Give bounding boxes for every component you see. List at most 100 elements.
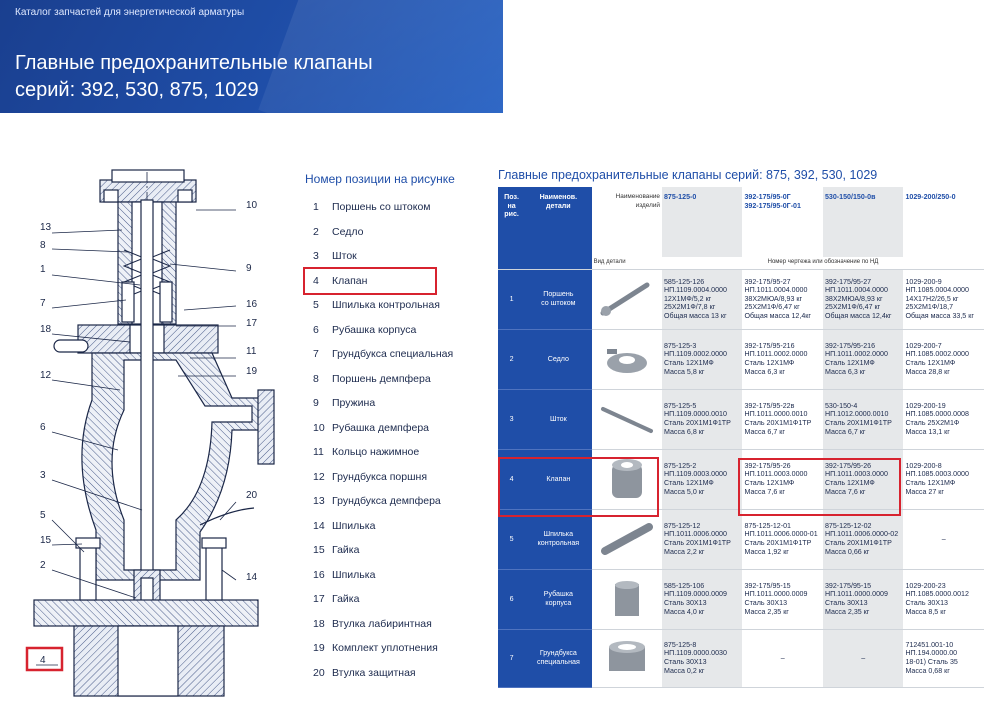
spec-line: НП.1109.0003.0000 bbox=[663, 470, 727, 479]
spec-line: Сталь 12Х1МФ bbox=[824, 359, 875, 367]
row-pos: 4 bbox=[498, 449, 526, 510]
legend-item-text: Втулка лабиринтная bbox=[332, 617, 432, 630]
subheader-blank bbox=[498, 257, 526, 270]
legend-item-number: 2 bbox=[313, 225, 319, 238]
spec-line: НП.1109.0000.0010 bbox=[663, 410, 727, 419]
spec-line: Сталь 20Х1М1Ф1ТР bbox=[663, 419, 731, 427]
legend-item-text: Пружина bbox=[332, 397, 376, 410]
seat-icon bbox=[594, 339, 660, 379]
legend-item-text: Рубашка демпфера bbox=[332, 421, 430, 434]
legend-item-number: 11 bbox=[313, 446, 324, 459]
legend-item-text: Шпилька bbox=[332, 519, 376, 532]
spec-line: 12Х1МФ/5,2 кг bbox=[663, 294, 712, 303]
spec-line: 25Х2М1Ф/6,47 кг bbox=[744, 303, 800, 312]
spec-line: Общая масса 12,4кг bbox=[824, 311, 892, 320]
legend-item-text: Втулка защитная bbox=[332, 666, 416, 679]
spec-line: Масса 1,92 кг bbox=[744, 547, 789, 556]
spec-line: 392-175/95-216 bbox=[824, 341, 876, 350]
spec-line: НП.1011.0006.0000 bbox=[663, 530, 727, 539]
spec-line: Сталь 20Х1М1Ф1ТР bbox=[824, 419, 892, 427]
header-product: 1029-200/250-0 bbox=[905, 193, 956, 201]
subheader-view: Вид детали bbox=[591, 257, 662, 270]
spec-line: Масса 6,7 кг bbox=[744, 427, 785, 436]
drawing-label: 20 bbox=[246, 490, 258, 501]
drawing-label: 6 bbox=[40, 422, 46, 433]
legend-item-number: 5 bbox=[313, 299, 319, 312]
spec-line: 392-175/95-22в bbox=[744, 401, 795, 410]
drawing-label: 2 bbox=[40, 560, 46, 571]
row-name: Рубашка корпуса bbox=[525, 569, 592, 630]
piston-rod-icon bbox=[594, 279, 660, 319]
legend-item-text: Поршень со штоком bbox=[332, 201, 431, 214]
spec-line: 392-175/95-26 bbox=[744, 461, 791, 470]
header-product: 392-175/95-0Г 392-175/95-0Г-01 bbox=[744, 193, 801, 210]
row-pos: 5 bbox=[498, 509, 526, 570]
part-picture bbox=[591, 629, 662, 688]
spec-line: Сталь 12Х1МФ bbox=[744, 359, 795, 367]
spec-line: 1029-200-19 bbox=[905, 401, 946, 410]
spec-line: НП.1011.0003.0000 bbox=[824, 470, 888, 479]
legend-item-number: 19 bbox=[313, 642, 325, 655]
spec-line: Масса 2,35 кг bbox=[824, 607, 870, 616]
header-pos: Поз. на рис. bbox=[498, 187, 526, 257]
spec-line: Масса 6,7 кг bbox=[824, 427, 866, 436]
row-name: Грундбукса специальная bbox=[525, 629, 592, 688]
spec-line: 38Х2МЮА/8,93 кг bbox=[824, 294, 883, 303]
subheader-blank bbox=[525, 257, 592, 270]
header-product: 875-125-0 bbox=[661, 187, 743, 257]
spec-line: Масса 6,3 кг bbox=[824, 367, 866, 376]
spec-line: Сталь 12Х1МФ bbox=[824, 479, 875, 487]
spec-line: НП.1011.0004.0000 bbox=[824, 286, 888, 295]
spec-line: НП.1109.0002.0000 bbox=[663, 350, 727, 359]
spec-cell: – bbox=[742, 629, 823, 688]
drawing-label: 4 bbox=[40, 655, 46, 666]
spec-line: 530-150-4 bbox=[824, 401, 858, 410]
spec-line: 392-175/95-26 bbox=[824, 461, 872, 470]
spec-line: НП.1011.0000.0009 bbox=[744, 590, 808, 599]
spec-line: 875-125-12-01 bbox=[744, 521, 792, 530]
spec-line: Сталь 20Х1М1Ф1ТР bbox=[744, 539, 812, 547]
spec-line: Общая масса 13 кг bbox=[663, 311, 727, 320]
spec-line: 392-175/95-27 bbox=[824, 277, 872, 286]
header-product: 530-150/150-0в bbox=[822, 187, 904, 257]
spec-line: НП.1085.0003.0000 bbox=[905, 470, 969, 479]
spec-line: Сталь 30Х13 bbox=[905, 599, 948, 607]
part-picture bbox=[591, 509, 662, 570]
body-sleeve-icon bbox=[594, 576, 660, 622]
spec-line: Сталь 30Х13 bbox=[663, 599, 707, 607]
spec-line: Масса 28,8 кг bbox=[905, 367, 950, 376]
spec-line: НП.1011.0006.0000-02 bbox=[824, 530, 899, 539]
row-pos: 2 bbox=[498, 329, 526, 390]
spec-line: Сталь 30Х13 bbox=[744, 599, 788, 607]
spec-line: Сталь 30Х13 bbox=[663, 658, 707, 666]
drawing-label: 15 bbox=[40, 535, 52, 546]
spec-line: Сталь 20Х1М1Ф1ТР bbox=[663, 539, 731, 547]
legend-item-number: 1 bbox=[313, 201, 319, 214]
spec-line: 875-125-3 bbox=[663, 341, 697, 350]
legend-item-number: 15 bbox=[313, 544, 325, 557]
row-pos: 7 bbox=[498, 629, 526, 688]
spec-line: 18-01) Сталь 35 bbox=[905, 658, 958, 666]
spec-line: Сталь 25Х2М1Ф bbox=[905, 419, 960, 427]
spec-line: НП.1011.0000.0009 bbox=[824, 590, 888, 599]
subheader-drawing-no: Номер чертежа или обозначение по НД bbox=[661, 257, 984, 270]
